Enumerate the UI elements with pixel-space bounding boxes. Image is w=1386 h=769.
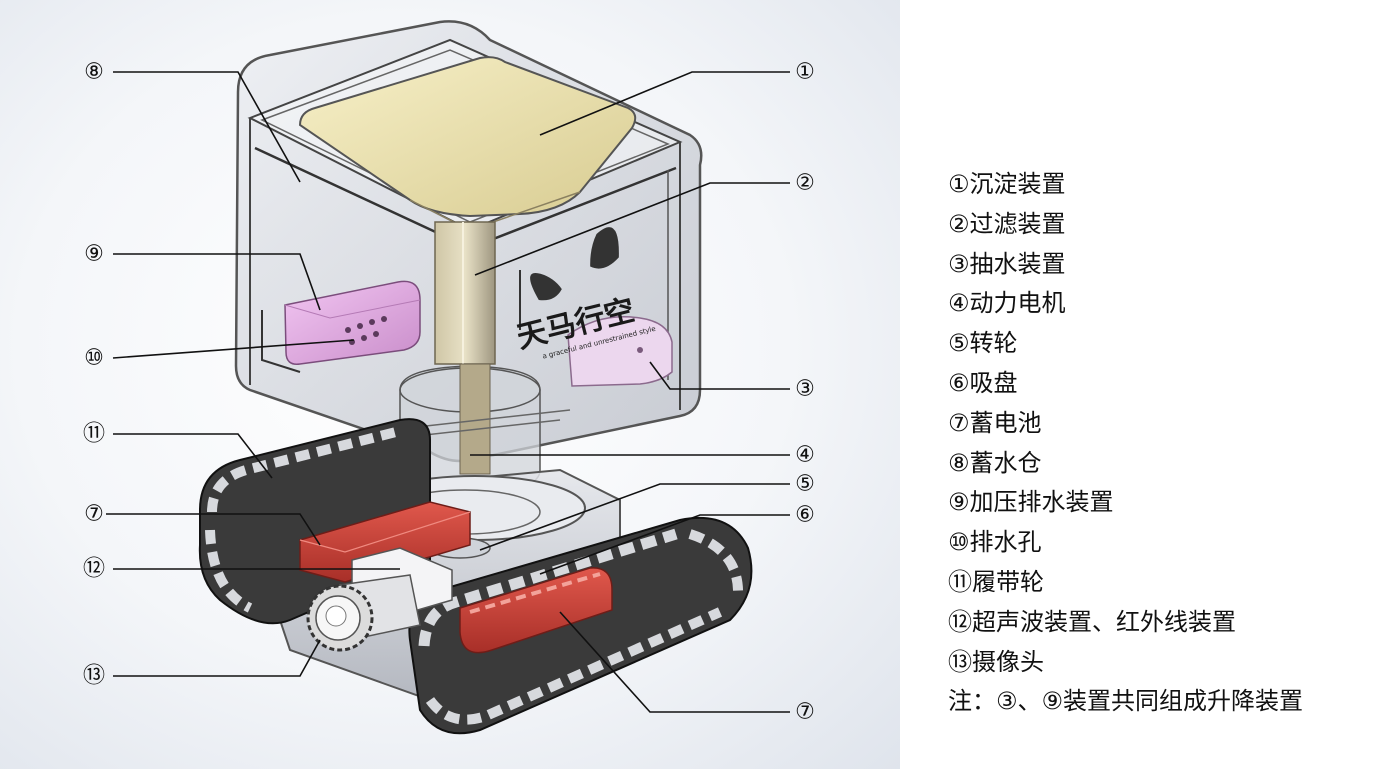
callout-13: ⑬ xyxy=(83,664,105,689)
callout-2: ② xyxy=(795,171,815,196)
callout-7-left: ⑦ xyxy=(84,502,104,527)
callout-11: ⑪ xyxy=(83,422,105,447)
legend-item-2: ②过滤装置 xyxy=(948,209,1066,238)
callout-12: ⑫ xyxy=(83,557,105,582)
legend-item-4: ④动力电机 xyxy=(948,289,1066,318)
leader-line-6 xyxy=(539,514,790,575)
legend-item-10: ⑩排水孔 xyxy=(948,528,1042,557)
component-legend: ①沉淀装置 ②过滤装置 ③抽水装置 ④动力电机 ⑤转轮 ⑥吸盘 ⑦蓄电池 ⑧蓄水… xyxy=(948,165,1378,722)
leader-line-2 xyxy=(474,182,790,276)
legend-item-7: ⑦蓄电池 xyxy=(948,408,1042,437)
callout-3: ③ xyxy=(795,377,815,402)
leader-line-7b xyxy=(559,611,790,713)
battery-lower xyxy=(459,567,613,654)
legend-item-13: ⑬摄像头 xyxy=(948,647,1044,676)
camera xyxy=(306,574,421,652)
leader-line-11 xyxy=(113,433,273,479)
leader-lines xyxy=(106,71,790,713)
pumping-device xyxy=(567,316,673,387)
leader-line-7a xyxy=(106,513,321,546)
legend-item-5: ⑤转轮 xyxy=(948,329,1018,358)
callout-4: ④ xyxy=(795,443,815,468)
leader-line-8 xyxy=(113,71,301,183)
callout-6: ⑥ xyxy=(795,503,815,528)
legend-item-1: ①沉淀装置 xyxy=(948,170,1066,198)
legend-item-6: ⑥吸盘 xyxy=(948,368,1018,397)
legend-item-3: ③抽水装置 xyxy=(948,249,1066,278)
legend-item-12: ⑫超声波装置、红外线装置 xyxy=(948,607,1236,636)
battery-upper xyxy=(299,501,471,583)
callout-10: ⑩ xyxy=(84,346,104,371)
callout-7-right: ⑦ xyxy=(795,700,815,725)
legend-note: 注：③、⑨装置共同组成升降装置 xyxy=(948,687,1304,716)
sedimentation-funnel xyxy=(298,56,637,365)
leader-line-3 xyxy=(649,361,790,390)
right-crawler-track xyxy=(408,516,753,735)
legend-item-9: ⑨加压排水装置 xyxy=(948,488,1114,517)
leader-line-9 xyxy=(113,253,321,311)
diagram-area: 天马行空 a graceful and unrestrained style xyxy=(0,0,900,769)
leader-line-1 xyxy=(539,71,790,136)
pressurized-drain-device xyxy=(284,280,421,365)
callout-1: ① xyxy=(795,60,815,85)
callout-8: ⑧ xyxy=(84,60,104,85)
callout-9: ⑨ xyxy=(84,242,104,267)
callout-5: ⑤ xyxy=(795,472,815,497)
callout-labels: ① ② ③ ④ ⑤ ⑥ ⑦ ⑧ ⑨ ⑩ ⑪ ⑦ ⑫ ⑬ xyxy=(83,60,815,725)
leader-line-5 xyxy=(479,483,790,551)
leader-line-10 xyxy=(112,339,355,359)
leader-line-13 xyxy=(113,639,321,677)
legend-item-8: ⑧蓄水仓 xyxy=(948,448,1042,477)
legend-item-11: ⑪履带轮 xyxy=(948,567,1044,596)
robot-diagram: 天马行空 a graceful and unrestrained style xyxy=(83,20,815,735)
